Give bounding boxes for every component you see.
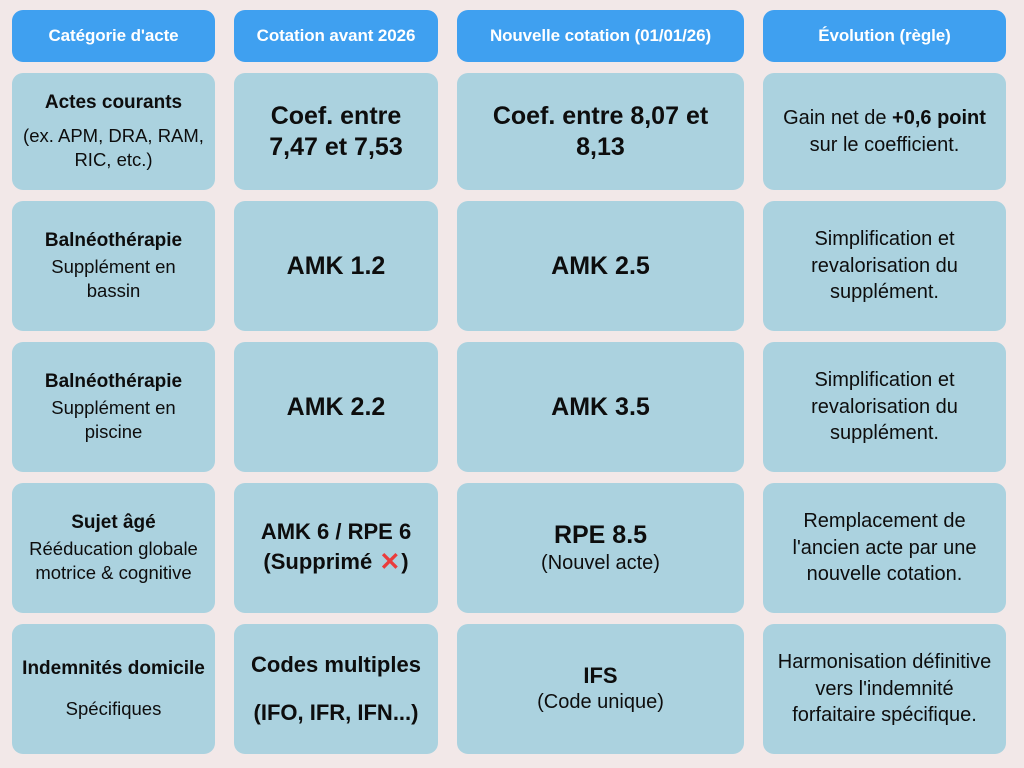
category-title: Balnéothérapie [44, 230, 183, 252]
column-header-label: Nouvelle cotation (01/01/26) [489, 26, 712, 45]
table-cell-category: Sujet âgé Rééducation globale motrice & … [12, 483, 215, 613]
table-cell-new-coding: Coef. entre 8,07 et 8,13 [457, 73, 744, 190]
evolution-text: Remplacement de l'ancien acte par une no… [792, 510, 977, 586]
category-subtitle: (ex. APM, DRA, RAM, RIC, etc.) [23, 125, 204, 171]
old-coding-value: Coef. entre 7,47 et 7,53 [269, 102, 403, 161]
table-cell-new-coding: AMK 2.5 [457, 201, 744, 331]
table-cell-evolution: Gain net de +0,6 point sur le coefficien… [763, 73, 1006, 190]
table-cell-new-coding: AMK 3.5 [457, 342, 744, 472]
column-header-evolution: Évolution (règle) [763, 10, 1006, 62]
column-header-label: Évolution (règle) [818, 26, 951, 45]
evolution-text: Harmonisation définitive vers l'indemnit… [777, 651, 992, 727]
new-coding-value: Coef. entre 8,07 et 8,13 [492, 102, 709, 161]
evolution-text-post: sur le coefficient. [809, 133, 960, 156]
table-cell-evolution: Simplification et revalorisation du supp… [763, 201, 1006, 331]
evolution-text: Gain net de +0,6 point sur le coefficien… [773, 105, 996, 158]
new-coding-value: IFS [583, 663, 618, 689]
category-title: Balnéothérapie [44, 371, 183, 393]
category-title: Indemnités domicile [22, 658, 205, 679]
new-coding-value: RPE 8.5 [553, 521, 648, 550]
column-header-categorie: Catégorie d'acte [12, 10, 215, 62]
table-cell-old-coding: AMK 6 / RPE 6 (Supprimé ✕) [234, 483, 438, 613]
table-cell-old-coding: Coef. entre 7,47 et 7,53 [234, 73, 438, 190]
new-coding-note: (Nouvel acte) [541, 551, 660, 574]
table-cell-evolution: Simplification et revalorisation du supp… [763, 342, 1006, 472]
table-cell-old-coding: AMK 1.2 [234, 201, 438, 331]
table-cell-category: Indemnités domicile Spécifiques [12, 624, 215, 754]
table-cell-new-coding: RPE 8.5 (Nouvel acte) [457, 483, 744, 613]
table-cell-old-coding: Codes multiples (IFO, IFR, IFN...) [234, 624, 438, 754]
cross-mark-icon: ✕ [379, 547, 401, 576]
evolution-text: Simplification et revalorisation du supp… [811, 369, 958, 445]
category-subtitle: Supplément en bassin [51, 256, 176, 302]
new-coding-value: AMK 3.5 [551, 392, 650, 421]
new-coding-value: AMK 2.5 [551, 251, 650, 280]
table-cell-category: Balnéothérapie Supplément en bassin [12, 201, 215, 331]
table-cell-old-coding: AMK 2.2 [234, 342, 438, 472]
category-subtitle: Rééducation globale motrice & cognitive [29, 538, 198, 584]
table-cell-evolution: Remplacement de l'ancien acte par une no… [763, 483, 1006, 613]
table-cell-evolution: Harmonisation définitive vers l'indemnit… [763, 624, 1006, 754]
table-cell-category: Actes courants (ex. APM, DRA, RAM, RIC, … [12, 73, 215, 190]
evolution-text-highlight: +0,6 point [892, 106, 986, 129]
category-subtitle: Spécifiques [65, 698, 162, 720]
old-coding-note: (IFO, IFR, IFN...) [253, 699, 419, 725]
old-coding-value: AMK 2.2 [286, 392, 386, 421]
column-header-nouvelle-cotation: Nouvelle cotation (01/01/26) [457, 10, 744, 62]
supprime-label: (Supprimé [263, 548, 379, 574]
evolution-text: Simplification et revalorisation du supp… [811, 228, 958, 304]
supprime-label-close: ) [401, 548, 409, 574]
column-header-label: Catégorie d'acte [48, 26, 179, 45]
column-header-label: Cotation avant 2026 [256, 26, 416, 45]
column-header-cotation-avant: Cotation avant 2026 [234, 10, 438, 62]
old-coding-status: (Supprimé ✕) [263, 546, 408, 577]
new-coding-note: (Code unique) [537, 690, 664, 713]
old-coding-value: AMK 6 / RPE 6 [260, 518, 412, 544]
category-title: Sujet âgé [71, 512, 156, 534]
table-cell-new-coding: IFS (Code unique) [457, 624, 744, 754]
table-grid: Catégorie d'acte Cotation avant 2026 Nou… [12, 10, 1008, 760]
evolution-text-pre: Gain net de [783, 106, 893, 129]
table-cell-category: Balnéothérapie Supplément en piscine [12, 342, 215, 472]
category-subtitle: Supplément en piscine [51, 397, 176, 443]
category-title: Actes courants [44, 92, 183, 114]
old-coding-value: AMK 1.2 [286, 251, 386, 280]
old-coding-value: Codes multiples [251, 651, 421, 677]
